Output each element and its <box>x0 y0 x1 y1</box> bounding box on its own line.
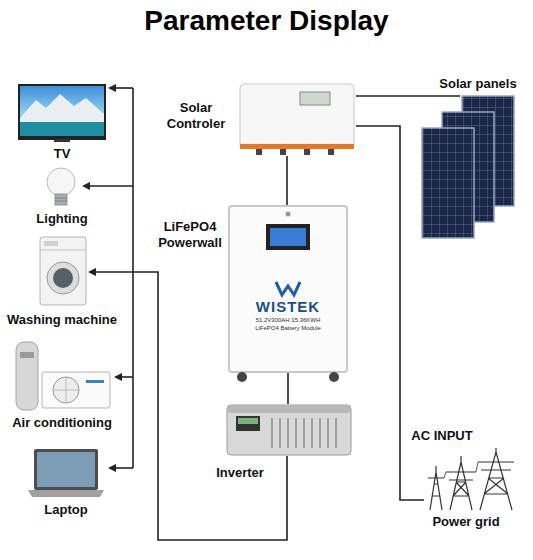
connector-line <box>356 126 424 500</box>
device-node: AC INPUTPower grid <box>424 448 514 510</box>
tv-icon <box>18 84 106 142</box>
connector-line <box>356 95 460 97</box>
connector-line <box>287 373 289 404</box>
device-label: Solar Controler <box>158 100 234 132</box>
device-label: Laptop <box>11 502 121 518</box>
device-node: Solar Controler <box>238 82 356 156</box>
device-node: Laptop <box>28 447 104 497</box>
connector <box>356 126 424 500</box>
spec-text: 51.2V300AH 15.36KWH <box>232 316 344 324</box>
device-node: Inverter <box>226 404 352 456</box>
device-node: Solar panels <box>420 95 516 239</box>
device-node: LiFePO4 PowerwallWISTEK51.2V300AH 15.36K… <box>228 205 348 373</box>
air-conditioner-icon <box>16 342 110 410</box>
spec-text: LiFePO4 Battery Module <box>232 324 344 332</box>
device-label: Solar panels <box>423 76 533 92</box>
device-label: Inverter <box>195 465 285 481</box>
battery-illustration <box>229 206 347 382</box>
device-label: AC INPUT <box>402 428 482 444</box>
title: Parameter Display <box>0 4 533 38</box>
device-node: Washing machine <box>38 237 86 305</box>
inverter-icon <box>227 405 351 455</box>
solar-controller-icon <box>240 84 354 155</box>
solar-panel-icon <box>422 96 514 238</box>
brand-logo: WISTEK <box>238 298 338 315</box>
device-node: Lighting <box>44 168 78 206</box>
device-label: Power grid <box>421 514 511 530</box>
laptop-icon <box>28 449 104 497</box>
device-label: LiFePO4 Powerwall <box>155 219 225 251</box>
device-label: Air conditioning <box>0 415 124 431</box>
device-node: Air conditioning <box>14 340 112 412</box>
connector <box>356 96 460 97</box>
bulb-icon <box>47 168 75 205</box>
load-bus <box>82 84 133 472</box>
device-node: TV <box>18 84 106 140</box>
washing-machine-icon <box>40 237 86 305</box>
device-label: Washing machine <box>0 312 124 328</box>
device-label: Lighting <box>7 211 117 227</box>
connector <box>287 156 288 205</box>
connector <box>288 373 289 404</box>
pylon-icon <box>428 448 514 510</box>
connector-line <box>286 156 288 205</box>
arrowhead <box>88 268 96 276</box>
device-label: TV <box>2 146 122 162</box>
